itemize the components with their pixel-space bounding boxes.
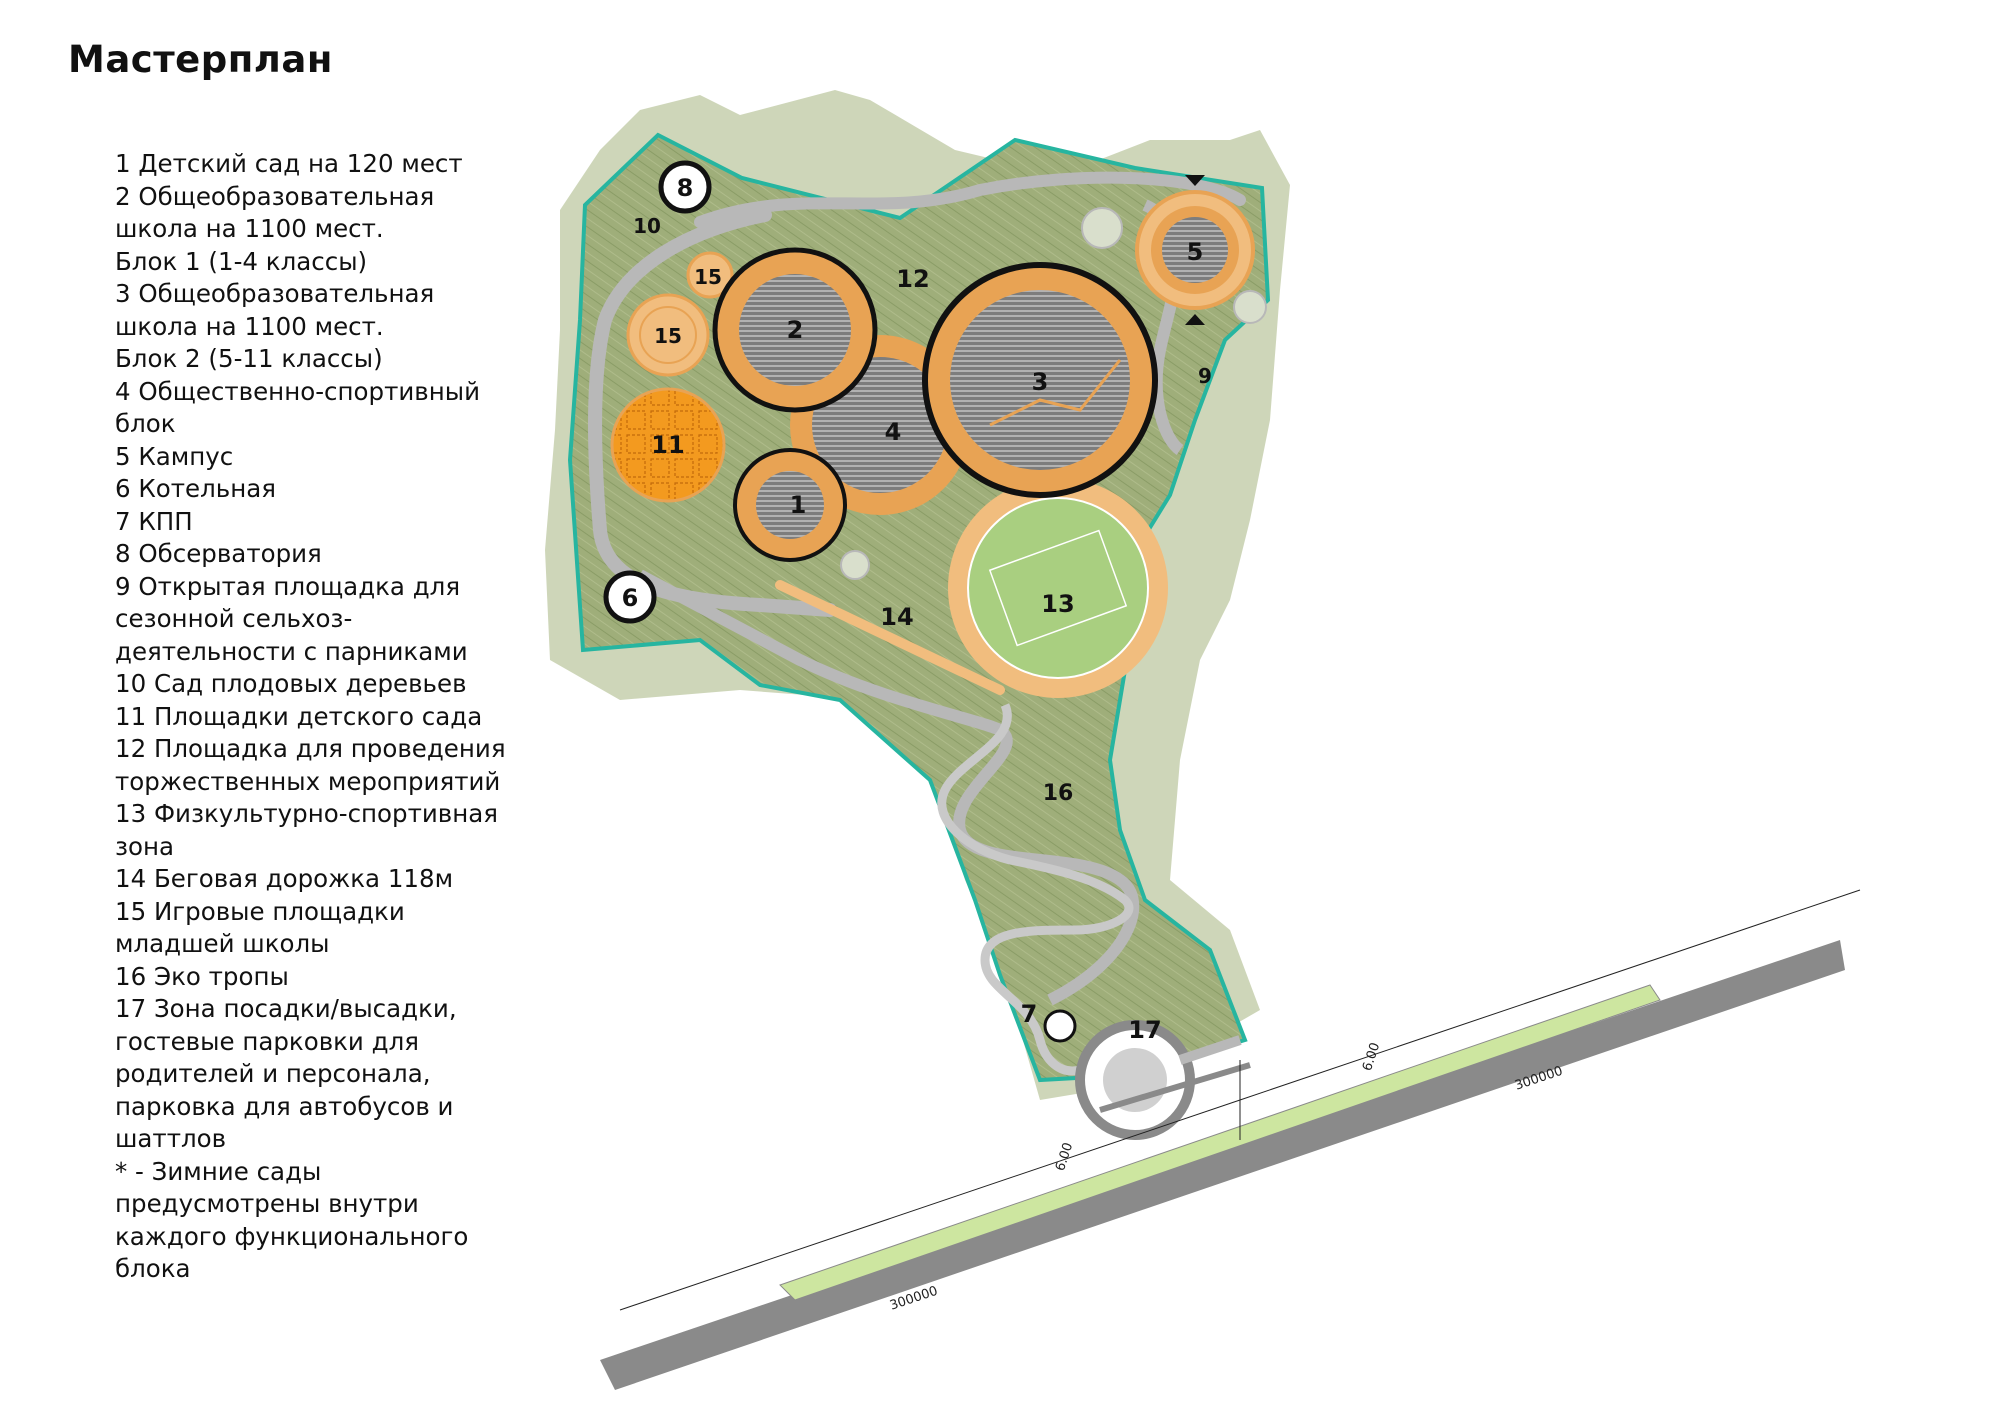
legend-item: 10 Сад плодовых деревьев <box>115 669 467 698</box>
field-13 <box>967 497 1149 679</box>
legend-item: Блок 2 (5-11 классы) <box>115 344 383 373</box>
median-link <box>1099 1062 1251 1113</box>
legend-item: 15 Игровые площадки <box>115 896 405 926</box>
building-6 <box>603 570 657 624</box>
legend-item: родителей и персонала, <box>115 1059 431 1088</box>
legend-item: зона <box>115 831 175 861</box>
legend-item: 1 Детский сад на 120 мест <box>115 149 463 178</box>
label-9: 9 <box>1198 364 1212 388</box>
legend-item: блок <box>115 409 176 438</box>
building-7 <box>1043 1009 1077 1043</box>
legend-item: парковка для автобусов и <box>115 1091 454 1121</box>
highway <box>600 940 1845 1390</box>
label-15a: 15 <box>694 265 722 289</box>
legend-item: 3 Общеобразовательная <box>115 279 435 308</box>
legend-item: гостевые парковки для <box>115 1026 419 1056</box>
legend-item: 11 Площадки детского сада <box>115 701 483 731</box>
label-16: 16 <box>1043 781 1074 806</box>
label-11: 11 <box>651 431 684 459</box>
page-title: Мастерплан <box>68 38 333 81</box>
label-7: 7 <box>1021 1000 1038 1028</box>
running-track-14 <box>775 580 1005 695</box>
label-12: 12 <box>896 265 929 293</box>
legend-item: Блок 1 (1-4 классы) <box>115 246 368 276</box>
building-8 <box>658 160 712 214</box>
zone-11-playgrounds <box>610 387 726 503</box>
legend-item: младшей школы <box>115 929 330 958</box>
legend-item: шаттлов <box>115 1124 227 1153</box>
legend-item: 17 Зона посадки/высадки, <box>115 994 457 1023</box>
legend-item: 13 Физкультурно-спортивная <box>115 799 499 828</box>
legend-item: 2 Общеобразовательная <box>115 181 435 211</box>
legend-item: школа на 1100 мест. <box>115 214 384 243</box>
legend-item: деятельности с парниками <box>115 636 468 666</box>
label-1: 1 <box>790 491 807 519</box>
legend-item: 16 Эко тропы <box>115 961 289 991</box>
legend-item: 14 Беговая дорожка 118м <box>115 864 454 893</box>
label-3: 3 <box>1032 368 1049 396</box>
label-17: 17 <box>1128 1016 1161 1044</box>
label-5: 5 <box>1187 238 1204 266</box>
dimension-line-left <box>619 1099 1241 1311</box>
zone-15-small <box>686 251 734 299</box>
legend-item: 8 Обсерватория <box>115 539 322 568</box>
label-10: 10 <box>633 214 661 238</box>
legend-item: блока <box>115 1254 191 1283</box>
legend-item: каждого функционального <box>115 1221 469 1251</box>
legend-item: школа на 1100 мест. <box>115 311 384 341</box>
legend-item: * - Зимние сады <box>115 1156 322 1186</box>
legend-item: предусмотрены внутри <box>115 1189 419 1218</box>
label-6: 6 <box>622 584 639 612</box>
label-4: 4 <box>885 418 902 446</box>
legend-item: 9 Открытая площадка для <box>115 571 461 601</box>
label-15b: 15 <box>654 324 682 348</box>
legend: 1 Детский сад на 120 мест 2 Общеобразоват… <box>115 148 535 1286</box>
loop-road-top <box>694 171 1246 228</box>
legend-item: 12 Площадка для проведения <box>115 734 506 763</box>
label-8: 8 <box>677 174 694 202</box>
legend-item: 4 Общественно-спортивный <box>115 376 480 406</box>
legend-item: 6 Котельная <box>115 474 276 503</box>
label-13: 13 <box>1041 590 1074 618</box>
legend-item: 7 КПП <box>115 506 193 536</box>
label-14: 14 <box>880 603 913 631</box>
dimension-line-right <box>1239 889 1861 1101</box>
eco-trail <box>937 703 1134 1076</box>
label-2: 2 <box>787 316 804 344</box>
legend-item: торжественных мероприятий <box>115 766 501 796</box>
highway-median <box>779 984 1661 1301</box>
legend-item: сезонной сельхоз- <box>115 604 353 633</box>
legend-item: 5 Кампус <box>115 441 234 471</box>
width-right: 6.00 <box>1360 1041 1383 1073</box>
zone-12-ceremonial <box>840 207 1267 580</box>
